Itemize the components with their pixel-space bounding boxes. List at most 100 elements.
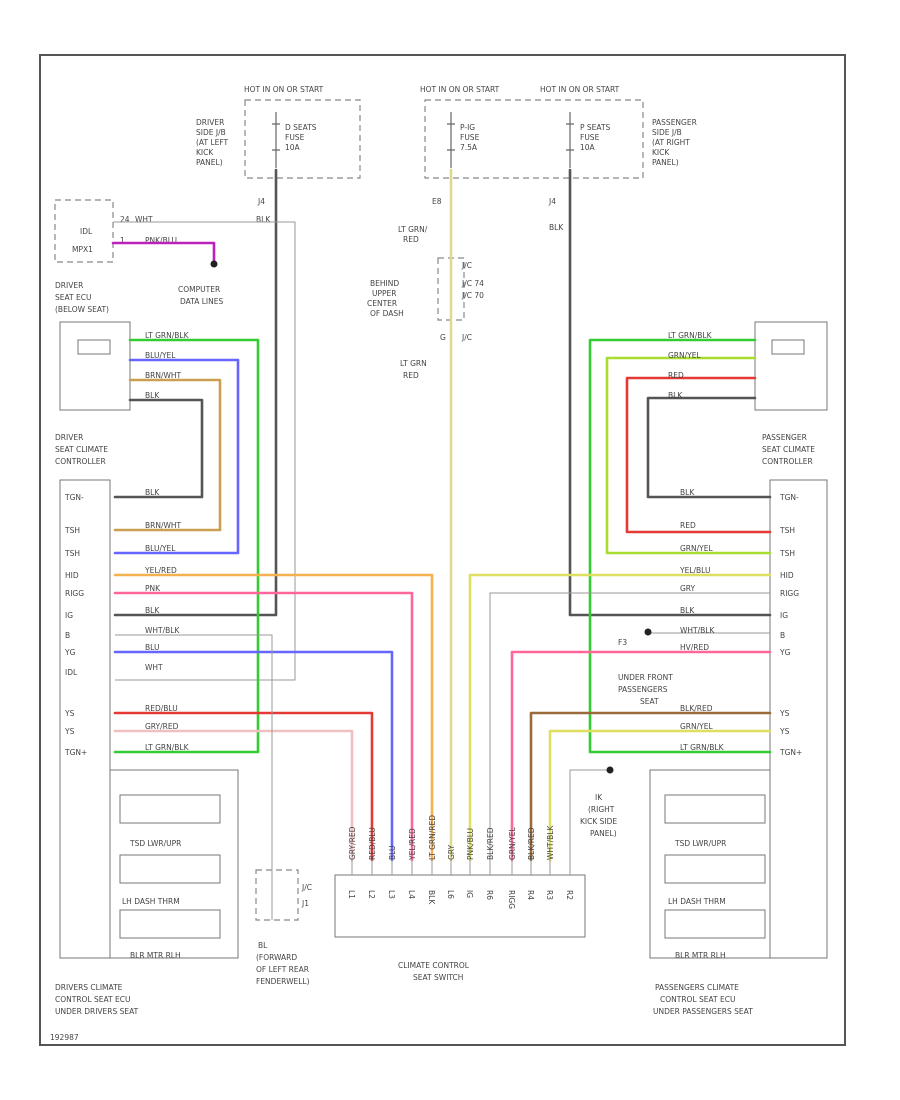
driver-ctrl-box [59, 479, 111, 959]
fuse-right-loc-5: PANEL) [652, 158, 679, 167]
drv-pin-4: HID [65, 571, 79, 580]
pas-pin-13: TGN+ [779, 748, 802, 757]
wire-group [111, 168, 772, 920]
pas-wire-7: WHT/BLK [680, 626, 715, 635]
wire-drv-blu [113, 650, 394, 862]
wire-pas-red [625, 376, 772, 534]
ground-left-code: BL [258, 941, 268, 950]
center-wire-bottom-2: RED [403, 371, 419, 380]
driver-sub-label-2: LH DASH THRM [122, 897, 180, 906]
switch-pin-7: R6 [485, 890, 494, 900]
drv-pin-13: TGN+ [64, 748, 87, 757]
ground-left-conn-2: J1 [301, 899, 309, 908]
switch-wire-9: BLK/RED [527, 827, 536, 860]
wire-left-blk [113, 168, 278, 617]
drv-pin-9: IDL [65, 668, 78, 677]
center-connector: J/C [461, 261, 472, 270]
pass-ctrl-title-2: SEAT CLIMATE [762, 445, 815, 454]
pass-sub-label-3: BLR MTR RLH [675, 951, 726, 960]
switch-wire-10: WHT/BLK [546, 825, 555, 860]
ground-left-box [255, 869, 299, 921]
passenger-ecu-sensor [771, 339, 805, 355]
drv-pin-3: TSH [64, 549, 80, 558]
drv-pin-2: TSH [64, 526, 80, 535]
drv-pin-0: TGN- [64, 493, 84, 502]
passenger-ecu-box [754, 321, 828, 411]
dl-box-1: IDL [80, 227, 93, 236]
driver-ecu-title-c: UNDER DRIVERS SEAT [55, 1007, 139, 1016]
pass-ground-loc-1: UNDER FRONT [618, 673, 673, 682]
pas-wire-0: BLK [680, 488, 695, 497]
pass-ground-loc-2: PASSENGERS [618, 685, 668, 694]
ik-ground-dot [606, 766, 614, 774]
center-jc-1: J/C 74 [461, 279, 484, 288]
fuse-center-line-3: 7.5A [460, 143, 478, 152]
fuse-left-wire: BLK [256, 215, 271, 224]
wire-drv-blk [113, 398, 204, 499]
fuse-right-loc-1: PASSENGER [652, 118, 697, 127]
wire-drv-bluyel [113, 358, 240, 555]
fuse-left-line-1: D SEATS [285, 123, 317, 132]
switch-pin-1: L2 [367, 890, 376, 899]
drv-wire-13: LT GRN/BLK [145, 743, 190, 752]
switch-pin-4: BLK [427, 890, 436, 905]
drv-wire-12: GRY/RED [145, 722, 179, 731]
pas-pin-11: YS [779, 709, 790, 718]
center-jc-loc-2: UPPER [372, 289, 397, 298]
driver-ecu-sensor [77, 339, 111, 355]
pass-sub-3 [664, 909, 766, 939]
drv-wire-8: BLU [145, 643, 159, 652]
switch-wire-2: BLU [388, 846, 397, 860]
fuse-right-loc-4: KICK [652, 148, 670, 157]
drv-ecu-wire-3: BLK [145, 391, 160, 400]
pas-pin-3: TSH [779, 549, 795, 558]
wire-pas-grnyel [605, 356, 772, 555]
pas-ecu-wire-3: BLK [668, 391, 683, 400]
wire-pas-grnyel2 [548, 729, 772, 862]
driver-ecu-title-b: CONTROL SEAT ECU [55, 995, 131, 1004]
switch-pin-2: L3 [387, 890, 396, 899]
driver-sub-3 [119, 909, 221, 939]
pas-wire-5: GRY [680, 584, 696, 593]
pass-ecu-title-b: CONTROL SEAT ECU [660, 995, 736, 1004]
pas-pin-5: RIGG [780, 589, 799, 598]
drv-pin-7: B [65, 631, 70, 640]
fuse-left-hot: HOT IN ON OR START [244, 85, 324, 94]
switch-wire-5: GRY [447, 844, 456, 860]
pas-ecu-wire-0: LT GRN/BLK [668, 331, 713, 340]
fuse-right-line-1: P SEATS [580, 123, 611, 132]
ground-right-loc-2: KICK SIDE [580, 817, 617, 826]
pas-pin-6: IG [780, 611, 788, 620]
page-id: 192987 [50, 1033, 79, 1042]
wire-drv-gryred [113, 729, 354, 862]
driver-ecu-lower-box [109, 769, 239, 959]
diagram-frame [39, 54, 846, 1046]
pas-pin-4: HID [780, 571, 794, 580]
fuse-right-conn: J4 [548, 197, 556, 206]
driver-ctrl-title-1: DRIVER [55, 433, 83, 442]
fuse-left-conn: J4 [257, 197, 265, 206]
switch-title-1: CLIMATE CONTROL [398, 961, 470, 970]
fuse-center-line-1: P-IG [460, 123, 475, 132]
fuse-left-loc-1: DRIVER [196, 118, 224, 127]
pass-ground-loc-3: SEAT [640, 697, 659, 706]
pas-wire-13: LT GRN/BLK [680, 743, 725, 752]
pas-ground-dot [644, 628, 652, 636]
wire-drv-yelred [113, 573, 434, 862]
pass-sub-label-1: TSD LWR/UPR [674, 839, 726, 848]
wire-drv-pnk [113, 591, 414, 862]
center-jc-loc-4: OF DASH [370, 309, 404, 318]
drv-wire-5: PNK [145, 584, 161, 593]
driver-ecu-title-1: DRIVER [55, 281, 83, 290]
wire-dl-pnkblu [111, 241, 216, 264]
driver-ecu-title-2: SEAT ECU [55, 293, 91, 302]
switch-wire-8: GRN/YEL [508, 827, 517, 860]
pas-ecu-wire-1: GRN/YEL [668, 351, 701, 360]
drv-wire-6: BLK [145, 606, 160, 615]
pass-ecu-title-c: UNDER PASSENGERS SEAT [653, 1007, 753, 1016]
fuse-center-hot: HOT IN ON OR START [420, 85, 500, 94]
center-jc-loc-3: CENTER [367, 299, 397, 308]
pas-wire-8: HV/RED [680, 643, 709, 652]
